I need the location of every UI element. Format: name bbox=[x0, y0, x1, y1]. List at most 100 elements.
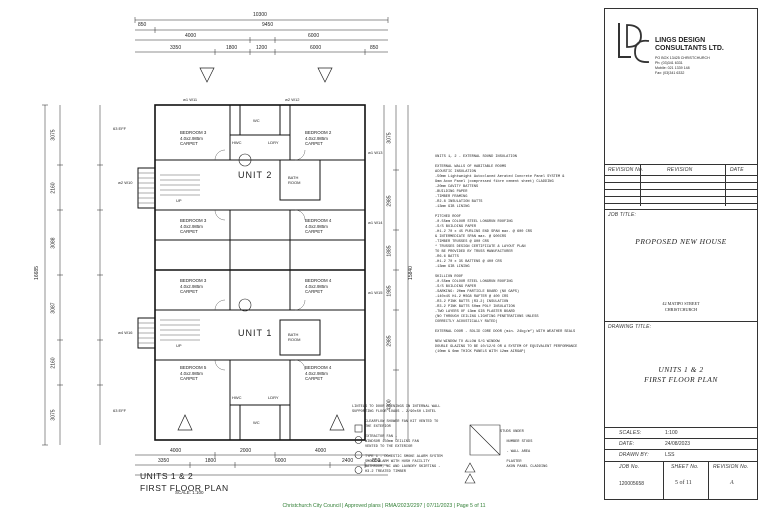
fire-rating-bottom: 63 EFF bbox=[113, 408, 127, 413]
room-name: BEDROOM 4 bbox=[305, 278, 332, 283]
bottom-dim-b: 2000 bbox=[240, 448, 252, 454]
legend-notes: LINTELS TO DOOR OPENINGS IN INTERNAL WAL… bbox=[352, 405, 443, 474]
top-dim-g: 1200 bbox=[256, 45, 268, 51]
room-name: BEDROOM 3 bbox=[180, 278, 207, 283]
room-bedroom-4-u1: BEDROOM 4 4.0x2.985m CARPET bbox=[305, 278, 331, 295]
left-dim-2: 2160 bbox=[50, 182, 57, 194]
right-dim-2: 2985 bbox=[386, 195, 393, 207]
bottom-dim-a: 4000 bbox=[170, 448, 182, 454]
job-title: PROPOSED NEW HOUSE bbox=[635, 237, 727, 246]
plan-scale: SCALE: 1:100 bbox=[175, 490, 204, 495]
room-floor: CARPET bbox=[305, 141, 323, 146]
construction-notes: UNITS 1, 2 - EXTERNAL SOUND INSULATION E… bbox=[435, 155, 578, 354]
room-name: BEDROOM 3 bbox=[180, 218, 207, 223]
right-dim-5: 2985 bbox=[386, 335, 393, 347]
top-dim-c: 4000 bbox=[185, 33, 197, 39]
stair-up-u2: UP bbox=[176, 198, 182, 203]
room-size: 4.0x2.985m bbox=[305, 370, 328, 376]
unit-1-label: UNIT 1 bbox=[238, 328, 273, 338]
room-size: 4.0x2.985m bbox=[180, 370, 203, 376]
right-total-dim: 15840 bbox=[407, 266, 414, 280]
fire-rating-top: 63 EFF bbox=[113, 126, 127, 131]
overall-width-dim: 10300 bbox=[253, 12, 267, 18]
top-dim-h: 6000 bbox=[310, 45, 322, 51]
top-dim-b: 9450 bbox=[262, 22, 274, 28]
room-bedroom-5-bottom: BEDROOM 5 4.0x2.985m CARPET bbox=[180, 365, 206, 382]
bath-label-u1: BATH ROOM bbox=[288, 332, 300, 342]
scales-label: SCALES: bbox=[619, 430, 642, 436]
top-dim-a: 850 bbox=[138, 22, 147, 28]
room-bedroom-3-mid: BEDROOM 3 4.0x2.985m CARPET bbox=[180, 218, 206, 235]
hwc-label-u1: HWC bbox=[232, 395, 242, 400]
sheet-no-value: 5 of 11 bbox=[675, 480, 692, 486]
window-code-5: w2 W10 bbox=[118, 180, 133, 185]
bottom-dim-e: 1800 bbox=[205, 458, 217, 464]
drawing-title: UNITS 1 & 2 FIRST FLOOR PLAN bbox=[644, 365, 718, 384]
top-dim-e: 3350 bbox=[170, 45, 182, 51]
room-floor: CARPET bbox=[180, 229, 198, 234]
bottom-dim-c: 4000 bbox=[315, 448, 327, 454]
room-size: 4.0x2.985m bbox=[180, 283, 203, 289]
company-contact: PO BOX 13425 CHRISTCHURCH Ph: (03)341 63… bbox=[655, 56, 710, 75]
plan-title: UNITS 1 & 2 FIRST FLOOR PLAN bbox=[140, 471, 229, 493]
top-dim-f: 1800 bbox=[226, 45, 238, 51]
job-no-label: JOB No. bbox=[619, 464, 640, 470]
drawn-by-value: LSS bbox=[665, 452, 675, 458]
unit-2-label: UNIT 2 bbox=[238, 170, 273, 180]
job-address: 42 MATIPO STREET CHRISTCHURCH bbox=[662, 301, 700, 312]
left-dim-4: 3087 bbox=[50, 302, 57, 314]
room-floor: CARPET bbox=[180, 141, 198, 146]
sheet-no-label: SHEET No. bbox=[671, 464, 699, 470]
bath-label: BATH bbox=[288, 332, 299, 337]
room-bedroom-2-top: BEDROOM 2 4.0x2.985m CARPET bbox=[305, 130, 331, 147]
left-dim-6: 3075 bbox=[50, 409, 57, 421]
revision-no-label: REVISION No. bbox=[713, 464, 749, 470]
ldry-label-u2: LDRY bbox=[268, 140, 279, 145]
room-bedroom-3-u1: BEDROOM 3 4.0x2.985m CARPET bbox=[180, 278, 206, 295]
room-name: BEDROOM 4 bbox=[305, 365, 332, 370]
room-bedroom-4-mid: BEDROOM 4 4.0x2.985m CARPET bbox=[305, 218, 331, 235]
stair-up-u1: UP bbox=[176, 343, 182, 348]
top-dim-i: 850 bbox=[370, 45, 379, 51]
left-dim-5: 2160 bbox=[50, 357, 57, 369]
room-name: BEDROOM 3 bbox=[180, 130, 207, 135]
bottom-dim-f: 6000 bbox=[275, 458, 287, 464]
drawn-by-label: DRAWN BY: bbox=[619, 452, 649, 458]
room-name: BEDROOM 5 bbox=[180, 365, 207, 370]
title-block: LINGS DESIGN CONSULTANTS LTD. PO BOX 134… bbox=[604, 8, 758, 500]
drawing-title-label: DRAWING TITLE: bbox=[608, 324, 652, 330]
room-floor: CARPET bbox=[180, 289, 198, 294]
company-logo bbox=[618, 23, 650, 63]
right-dim-1: 3075 bbox=[386, 132, 393, 144]
room-name: BEDROOM 2 bbox=[305, 130, 332, 135]
window-code-2: w2 W12 bbox=[285, 97, 300, 102]
scales-value: 1:100 bbox=[665, 430, 678, 436]
room-bedroom-4-bottom: BEDROOM 4 4.0x2.985m CARPET bbox=[305, 365, 331, 382]
right-dim-3: 1885 bbox=[386, 245, 393, 257]
company-name: LINGS DESIGN CONSULTANTS LTD. bbox=[655, 37, 724, 52]
left-dim-1: 3075 bbox=[50, 129, 57, 141]
room-name: BEDROOM 4 bbox=[305, 218, 332, 223]
revision-header: REVISION bbox=[667, 167, 693, 173]
room-floor: CARPET bbox=[305, 289, 323, 294]
date-header: DATE bbox=[730, 167, 744, 173]
wc-label-u1: WC bbox=[253, 420, 260, 425]
wc-label-u2: WC bbox=[253, 118, 260, 123]
room-size: 4.0x2.985m bbox=[305, 283, 328, 289]
revision-no-header: REVISION No. bbox=[608, 167, 644, 173]
job-title-label: JOB TITLE: bbox=[608, 212, 637, 218]
top-dim-d: 6000 bbox=[308, 33, 320, 39]
window-code-1: w1 W11 bbox=[183, 97, 198, 102]
room-size: 4.0x2.985m bbox=[305, 135, 328, 141]
left-dim-3: 3088 bbox=[50, 237, 57, 249]
window-code-6: w1 W15 bbox=[368, 290, 383, 295]
window-code-4: w1 W14 bbox=[368, 220, 383, 225]
left-total-dim: 16685 bbox=[33, 266, 40, 280]
room-floor: CARPET bbox=[305, 376, 323, 381]
date-value: 24/08/2023 bbox=[665, 441, 691, 447]
window-code-3: w1 W13 bbox=[368, 150, 383, 155]
ldry-label-u1: LDRY bbox=[268, 395, 279, 400]
right-dim-4: 1985 bbox=[386, 285, 393, 297]
